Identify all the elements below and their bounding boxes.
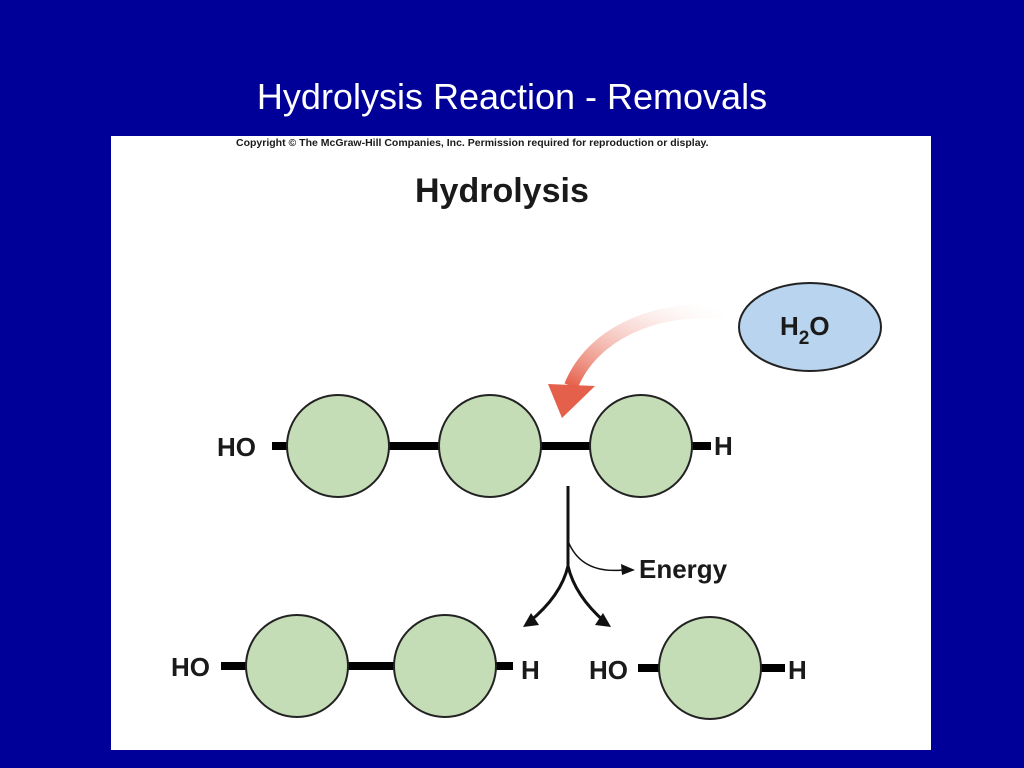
water-formula: H2O (780, 311, 830, 349)
hydrolysis-diagram: Copyright © The McGraw-Hill Companies, I… (171, 137, 882, 720)
slide-title: Hydrolysis Reaction - Removals (256, 76, 768, 117)
product-monomer-1 (245, 614, 349, 718)
monomer-right-end-label: H (788, 655, 807, 685)
energy-arrowhead (621, 564, 635, 575)
figure-heading: Hydrolysis (415, 172, 589, 210)
monomer-1 (286, 394, 390, 498)
water-molecule (738, 282, 882, 372)
monomer-2 (438, 394, 542, 498)
water-insertion-arrow (564, 304, 724, 389)
split-arrow-left (528, 565, 570, 624)
monomer-left-end-label: HO (589, 655, 628, 685)
water-insertion-arrowhead (548, 384, 595, 418)
monomer-3 (589, 394, 693, 498)
product-monomer-2 (393, 614, 497, 718)
polymer-right-end-label: H (714, 431, 733, 461)
split-arrowhead-right (595, 613, 611, 627)
product-monomer-3 (658, 616, 762, 720)
dimer-left-end-label: HO (171, 652, 210, 682)
polymer-left-end-label: HO (217, 432, 256, 462)
energy-arrow (567, 540, 624, 572)
copyright-notice: Copyright © The McGraw-Hill Companies, I… (236, 137, 709, 149)
dimer-right-end-label: H (521, 655, 540, 685)
energy-label: Energy (639, 554, 728, 584)
split-arrowhead-left (523, 613, 539, 627)
hydrolysis-figure: Copyright © The McGraw-Hill Companies, I… (111, 136, 931, 750)
split-arrow-right (566, 565, 606, 624)
